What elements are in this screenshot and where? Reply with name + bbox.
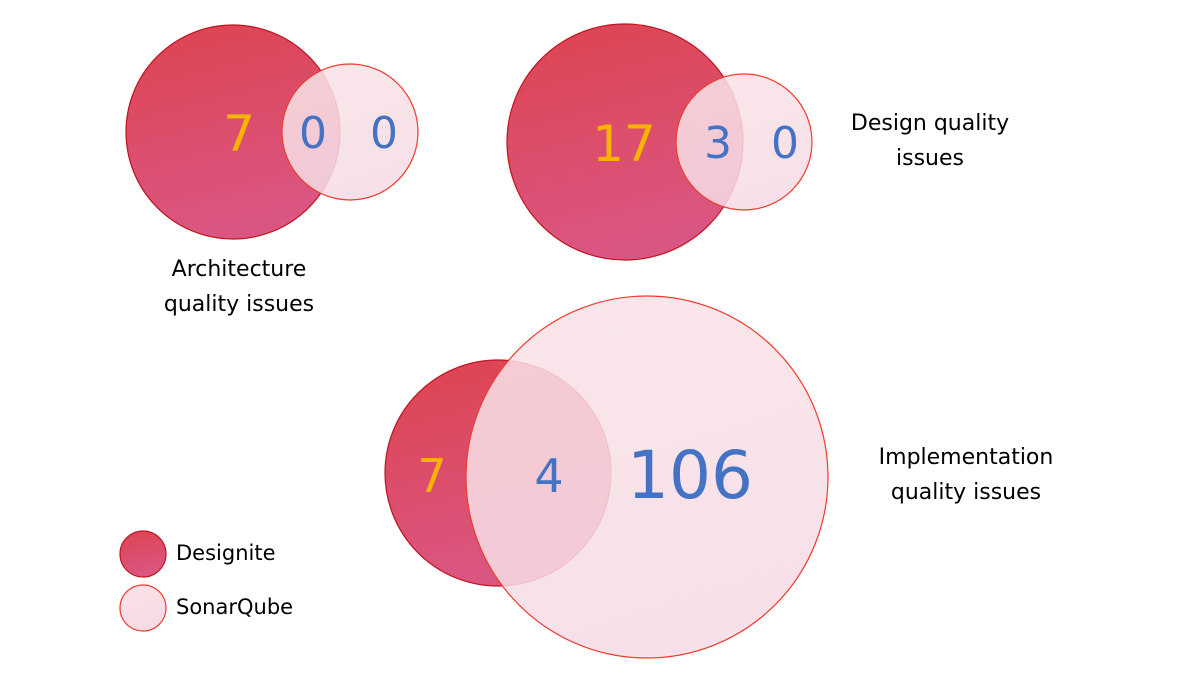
design-both-count: 3 [704, 118, 732, 169]
architecture-both-count: 0 [299, 108, 327, 159]
legend-sonarqube-label: SonarQube [176, 595, 294, 619]
design-sonarqube-only-count: 0 [771, 118, 799, 169]
design-sonarqube-circle [675, 73, 813, 211]
architecture-label: Architecture quality issues [164, 252, 314, 322]
architecture-sonarqube-only-count: 0 [370, 108, 398, 159]
architecture-label-line2: quality issues [163, 292, 315, 317]
design-designite-only-count: 17 [592, 115, 656, 173]
design-venn [506, 23, 813, 261]
architecture-sonarqube-circle [281, 63, 419, 201]
design-label-line1: Design quality [850, 111, 1010, 136]
implementation-label-line2: quality issues [890, 480, 1042, 505]
implementation-designite-only-count: 7 [417, 449, 447, 503]
implementation-label: Implementation quality issues [879, 440, 1054, 510]
architecture-designite-only-count: 7 [223, 105, 255, 163]
architecture-venn [125, 24, 419, 240]
implementation-sonarqube-circle [465, 295, 829, 659]
legend-sonarqube-swatch-icon [119, 584, 167, 632]
legend-designite-swatch-icon [119, 530, 167, 578]
design-label-line2: issues [896, 146, 964, 171]
implementation-venn [384, 295, 829, 659]
legend-designite-label: Designite [176, 541, 276, 565]
implementation-sonarqube-only-count: 106 [627, 437, 753, 514]
implementation-both-count: 4 [534, 449, 564, 503]
architecture-label-line1: Architecture [171, 257, 307, 282]
design-label: Design quality issues [851, 106, 1009, 176]
implementation-label-line1: Implementation [878, 445, 1054, 470]
